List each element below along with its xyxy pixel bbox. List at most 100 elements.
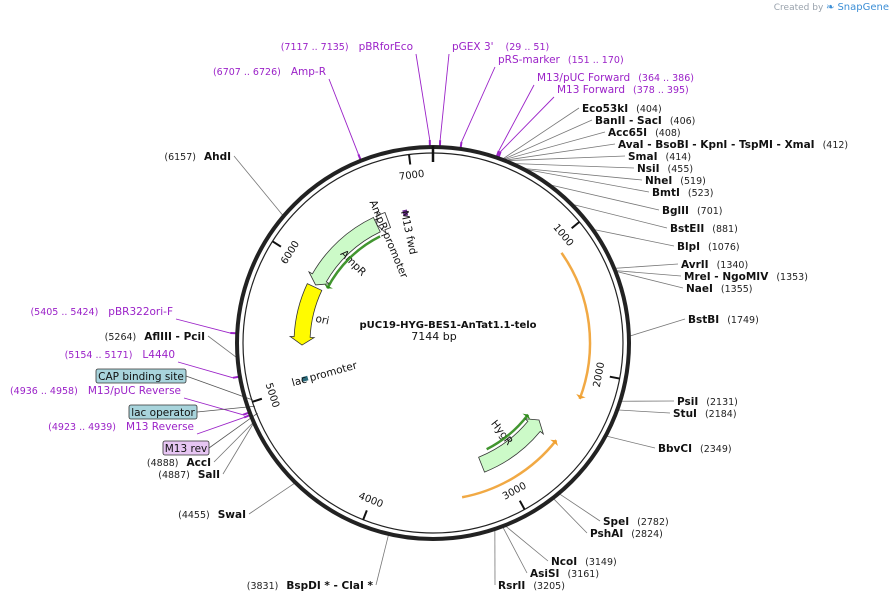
primer-name: M13/pUC Reverse [88, 385, 181, 397]
watermark: Created by ❧ SnapGene [774, 2, 889, 13]
leader-line [248, 481, 297, 515]
site-label-avai: AvaI - BsoBI - KpnI - TspMI - XmaI(412) [618, 139, 848, 151]
primer-name: M13 Forward [557, 84, 625, 96]
leader-line [500, 107, 580, 161]
site-name: NcoI [551, 556, 577, 568]
site-label-asisi: AsiSI(3161) [530, 568, 599, 580]
label-leader-lines [175, 53, 686, 586]
leader-line [502, 155, 626, 162]
plasmid-name: pUC19-HYG-BES1-AnTat1.1-telo [359, 320, 536, 331]
site-position: (701) [697, 206, 723, 217]
ruler-tick [609, 375, 620, 380]
leader-line [222, 421, 255, 475]
ruler-tick [362, 510, 368, 521]
primer-label-m13pucfwd: M13/pUC Forward(364 .. 386) [537, 72, 694, 84]
site-position: (4887) [158, 470, 190, 481]
site-position: (2184) [705, 409, 737, 420]
leader-line [439, 53, 450, 141]
ruler-tick-label: 7000 [398, 169, 425, 183]
leader-line [375, 532, 390, 586]
site-name: NaeI [686, 283, 713, 295]
feature-label-ori: ori [314, 313, 330, 328]
leader-line [461, 66, 496, 143]
site-position: (404) [636, 104, 662, 115]
site-name: SmaI [628, 151, 658, 163]
site-label-eco53ki: Eco53kI(404) [582, 103, 662, 115]
watermark-brand: SnapGene [837, 2, 889, 13]
site-name: SwaI [218, 509, 246, 521]
small-feature-m13fwd-feature [402, 209, 409, 217]
site-label-acci: (4888)AccI [147, 457, 211, 469]
leader-line [614, 270, 684, 289]
primer-name: M13 Reverse [126, 421, 194, 433]
feature-box-label: M13 rev [165, 443, 208, 455]
primer-label-pbrforeco: (7117 .. 7135)pBRforEco [281, 41, 413, 53]
orf-arc-orf-bes2 [461, 439, 558, 499]
site-position: (3161) [567, 569, 599, 580]
ruler-tick [252, 397, 263, 403]
primer-range: (4936 .. 4958) [10, 386, 78, 397]
site-name: AvrII [681, 259, 709, 271]
feature-arrow-ampr-promoter [376, 211, 392, 234]
site-name: PshAI [590, 528, 623, 540]
leader-line [185, 375, 253, 401]
leader-line [501, 525, 528, 574]
feature-box-cap [95, 368, 187, 384]
leader-line [508, 163, 635, 169]
leader-line [591, 228, 675, 247]
primer-mark [232, 375, 240, 379]
site-position: (6157) [164, 152, 196, 163]
ruler-tick [408, 154, 412, 165]
snapgene-logo-icon: ❧ [826, 2, 835, 13]
primer-range: (4923 .. 4939) [48, 422, 116, 433]
feature-box-m13rev-feature [162, 440, 210, 456]
feature-box-lacop [128, 404, 198, 420]
site-position: (1355) [721, 284, 753, 295]
leader-line [551, 497, 588, 534]
leader-line [328, 78, 359, 155]
site-label-ncoi: NcoI(3149) [551, 556, 617, 568]
site-position: (4455) [178, 510, 210, 521]
primer-label-ampr-primer: (6707 .. 6726)Amp-R [213, 66, 326, 78]
site-label-swai: (4455) SwaI [178, 509, 246, 521]
ruler-tick-label: 6000 [279, 239, 302, 266]
site-name: Acc65I [608, 127, 647, 139]
leader-line [503, 524, 549, 562]
leader-line [175, 318, 231, 334]
site-position: (519) [680, 176, 706, 187]
site-position: (414) [666, 152, 692, 163]
site-label-bglii: BglII(701) [662, 205, 722, 217]
site-label-mrei: MreI - NgoMIV(1353) [684, 271, 808, 283]
site-name: BstBI [688, 314, 719, 326]
primer-label-m13fwd: M13 Forward(378 .. 395) [557, 84, 689, 96]
site-label-afliii: (5264)AflIII - PciI [105, 331, 205, 343]
site-label-bstbi: BstBI(1749) [688, 314, 759, 326]
leader-line [500, 119, 593, 161]
site-label-smai: SmaI (414) [628, 151, 691, 163]
site-label-banii: BanII - SacI(406) [595, 115, 695, 127]
orf-arc-orf-ampr [326, 235, 381, 289]
watermark-text: Created by [773, 3, 824, 13]
site-label-pshai: PshAI(2824) [590, 528, 663, 540]
feature-arrow-ampr [307, 216, 381, 286]
leader-line [502, 143, 616, 162]
primer-name: pGEX 3' [452, 41, 494, 53]
site-name: AvaI - BsoBI - KpnI - TspMI - XmaI [618, 139, 815, 151]
feature-label-ampr: AmpR [338, 248, 369, 279]
site-name: AflIII - PciI [144, 331, 205, 343]
leader-line [557, 492, 601, 522]
site-position: (408) [655, 128, 681, 139]
ruler-tick [518, 500, 526, 510]
site-position: (406) [670, 116, 696, 127]
site-name: AccI [187, 457, 211, 469]
site-name: SalI [198, 469, 220, 481]
primer-range: (364 .. 386) [638, 73, 694, 84]
site-name: SpeI [603, 516, 629, 528]
primer-name: Amp-R [291, 66, 326, 78]
site-name: StuI [673, 408, 697, 420]
site-name: NsiI [637, 163, 660, 175]
small-feature-lac-promoter [301, 375, 309, 382]
plasmid-size: 7144 bp [411, 330, 456, 343]
